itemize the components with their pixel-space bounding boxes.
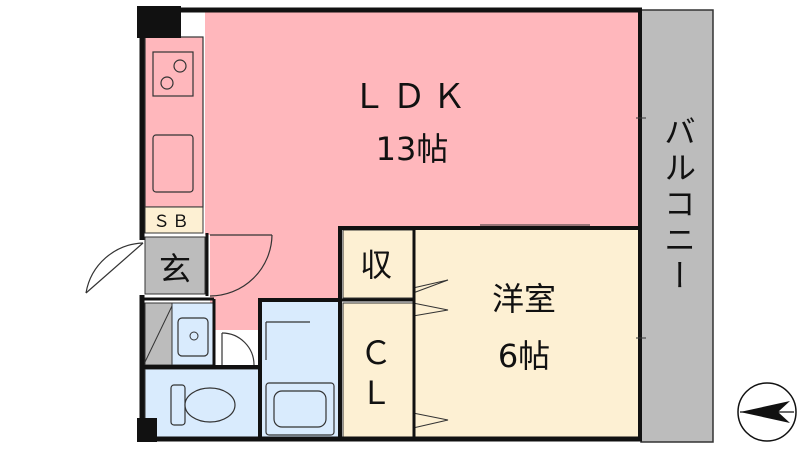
- folding-doors: [412, 279, 449, 429]
- ldk-floor: [180, 10, 640, 330]
- utility-space: [144, 302, 173, 366]
- ldk-name: ＬＤＫ: [352, 77, 472, 117]
- entrance: 玄: [144, 236, 206, 295]
- storage-label: 収: [360, 246, 392, 284]
- closet-label-l: Ｌ: [360, 374, 392, 412]
- balcony: バルコニー: [640, 9, 714, 443]
- shoe-box: ＳＢ: [144, 206, 204, 234]
- bathtub-icon: [265, 382, 335, 436]
- shoe-box-label: ＳＢ: [153, 212, 191, 232]
- compass-icon: [737, 382, 797, 442]
- balcony-label: バルコニー: [659, 115, 697, 295]
- western-room: 洋室 6帖: [415, 230, 640, 439]
- entrance-label: 玄: [159, 250, 191, 288]
- window-marks: [480, 117, 646, 339]
- washroom-door: [221, 332, 255, 366]
- toilet-icon: [170, 384, 236, 426]
- ldk-size: 13帖: [376, 130, 449, 168]
- kitchen-counter: [144, 36, 204, 208]
- inner-door: [209, 234, 273, 297]
- washbasin-icon: [177, 317, 209, 357]
- entrance-door: [85, 242, 144, 294]
- sink-icon: [152, 134, 194, 193]
- western-room-name: 洋室: [492, 280, 556, 318]
- western-room-size: 6帖: [498, 337, 550, 375]
- closet-label-c: Ｃ: [360, 334, 392, 372]
- toilet-room: [144, 368, 261, 440]
- walls: [139, 7, 642, 442]
- pillars: [137, 6, 181, 442]
- bathroom: [259, 299, 341, 440]
- stove-icon: [152, 51, 194, 97]
- washroom: [171, 302, 215, 366]
- storage: 収: [342, 229, 414, 299]
- closet: Ｃ Ｌ: [342, 302, 414, 440]
